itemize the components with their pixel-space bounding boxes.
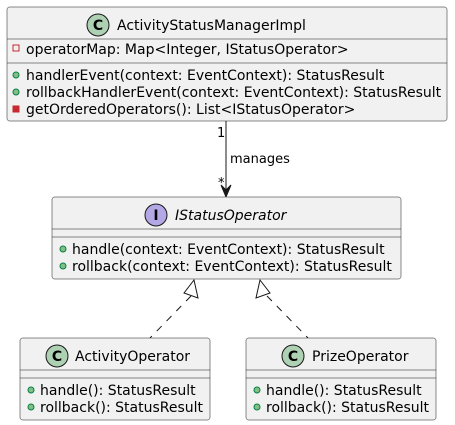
class-icon-glyph: C xyxy=(93,18,103,34)
public-method-icon xyxy=(27,403,35,411)
method-handle: handle(context: EventContext): StatusRes… xyxy=(72,242,385,258)
private-field-icon xyxy=(12,44,20,52)
public-method-icon xyxy=(12,88,20,96)
class-icon-glyph: C xyxy=(52,349,62,365)
method-get-ordered-operators: getOrderedOperators(): List<IStatusOpera… xyxy=(26,102,355,118)
realization-arrowhead xyxy=(255,278,271,299)
association-label: manages xyxy=(230,152,290,167)
method-handle: handle(): StatusResult xyxy=(40,383,196,399)
interface-name: IStatusOperator xyxy=(175,208,288,224)
class-activity-operator: C ActivityOperator handle(): StatusResul… xyxy=(19,337,211,421)
class-activity-status-manager-impl: C ActivityStatusManagerImpl operatorMap:… xyxy=(6,6,448,122)
method-rollback-handler-event: rollbackHandlerEvent(context: EventConte… xyxy=(26,85,442,101)
realization-activity-operator xyxy=(149,278,199,339)
class-icon xyxy=(281,344,305,368)
method-rollback: rollback(): StatusResult xyxy=(266,400,430,416)
class-name: ActivityOperator xyxy=(75,349,190,365)
realization-prize-operator xyxy=(255,278,309,339)
class-name: ActivityStatusManagerImpl xyxy=(117,18,306,34)
class-icon-glyph: C xyxy=(288,349,298,365)
interface-istatus-operator: I IStatusOperator handle(context: EventC… xyxy=(51,196,402,280)
method-handler-event: handlerEvent(context: EventContext): Sta… xyxy=(26,68,385,84)
public-method-icon xyxy=(253,386,261,394)
field-operator-map: operatorMap: Map<Integer, IStatusOperato… xyxy=(26,42,349,58)
class-icon xyxy=(45,344,69,368)
association-manages: 1 manages * xyxy=(217,121,290,199)
method-rollback: rollback(): StatusResult xyxy=(40,400,204,416)
public-method-icon xyxy=(12,71,20,79)
class-prize-operator: C PrizeOperator handle(): StatusResult r… xyxy=(245,337,437,421)
public-method-icon xyxy=(253,403,261,411)
method-rollback: rollback(context: EventContext): StatusR… xyxy=(72,259,392,275)
class-name: PrizeOperator xyxy=(312,349,409,365)
public-method-icon xyxy=(59,245,67,253)
public-method-icon xyxy=(27,386,35,394)
association-arrowhead xyxy=(220,184,232,199)
class-icon xyxy=(86,13,110,37)
interface-icon-glyph: I xyxy=(153,208,158,224)
interface-icon xyxy=(144,203,168,227)
source-multiplicity: 1 xyxy=(217,126,225,141)
realization-arrowhead xyxy=(183,278,199,299)
target-multiplicity: * xyxy=(218,176,225,191)
method-handle: handle(): StatusResult xyxy=(266,383,422,399)
public-method-icon xyxy=(59,262,67,270)
private-method-icon xyxy=(12,105,20,113)
